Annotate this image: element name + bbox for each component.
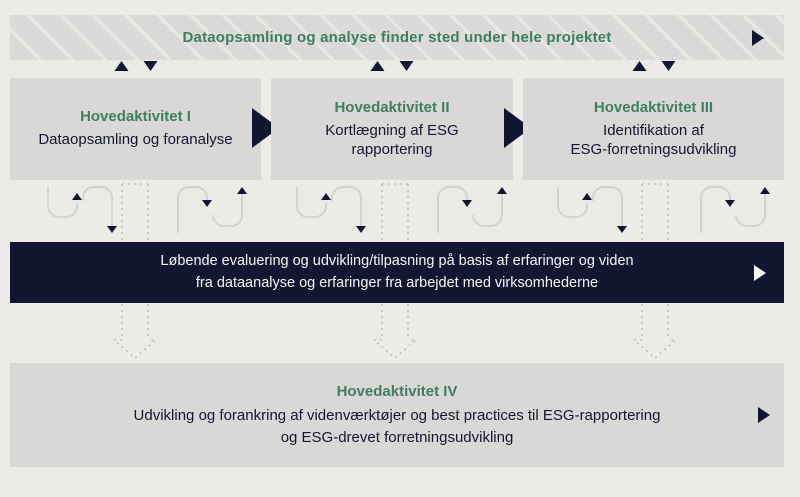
feedback-loop-icon: [557, 186, 627, 233]
feedback-loop-icon: [700, 186, 770, 233]
evaluation-banner-line1: Løbende evaluering og udvikling/tilpasni…: [160, 252, 634, 269]
down-arrow-icon: [399, 61, 414, 71]
top-banner-label: Dataopsamling og analyse finder sted und…: [182, 29, 612, 46]
right-arrow-icon: [754, 264, 766, 281]
activity-box-2: Hovedaktivitet II Kortlægning af ESG rap…: [271, 78, 513, 180]
down-arrow-icon: [143, 61, 158, 71]
activity-title: Hovedaktivitet I: [80, 108, 191, 126]
evaluation-banner-line2: fra dataanalyse og erfaringer fra arbejd…: [195, 274, 599, 291]
up-arrow-icon: [114, 61, 129, 71]
activity-title: Hovedaktivitet III: [593, 98, 714, 116]
activity-description-line1: Udvikling og forankring af videnværktøje…: [133, 406, 661, 424]
activity-title: Hovedaktivitet II: [334, 98, 450, 116]
up-arrow-icon: [370, 61, 385, 71]
activity-description-line2: og ESG-drevet forretningsudvikling: [280, 428, 514, 446]
evaluation-banner: Løbende evaluering og udvikling/tilpasni…: [10, 242, 784, 303]
activity-description: Dataopsamling og foranalyse: [38, 131, 233, 149]
activity-description: Kortlægning af ESG rapportering: [325, 121, 459, 158]
flow-updown-arrows-1: [114, 61, 158, 71]
down-arrow-icon: [661, 61, 676, 71]
top-banner: Dataopsamling og analyse finder sted und…: [10, 15, 784, 60]
flow-updown-arrows-3: [632, 61, 676, 71]
activity-box-1: Hovedaktivitet I Dataopsamling og forana…: [10, 78, 261, 180]
feedback-loop-icon: [296, 186, 366, 233]
feedback-loop-icon: [47, 186, 117, 233]
right-arrow-icon: [752, 29, 764, 46]
up-arrow-icon: [632, 61, 647, 71]
feedback-loop-icon: [177, 186, 247, 233]
activity-box-3: Hovedaktivitet III Identifikation af ESG…: [523, 78, 784, 180]
activity-description: Identifikation af ESG-forretningsudvikli…: [570, 121, 737, 158]
flow-updown-arrows-2: [370, 61, 414, 71]
activity-title: Hovedaktivitet IV: [336, 382, 458, 400]
feedback-loop-icon: [437, 186, 507, 233]
activity-box-4: Hovedaktivitet IV Udvikling og forankrin…: [10, 363, 784, 467]
right-arrow-icon: [758, 407, 770, 423]
